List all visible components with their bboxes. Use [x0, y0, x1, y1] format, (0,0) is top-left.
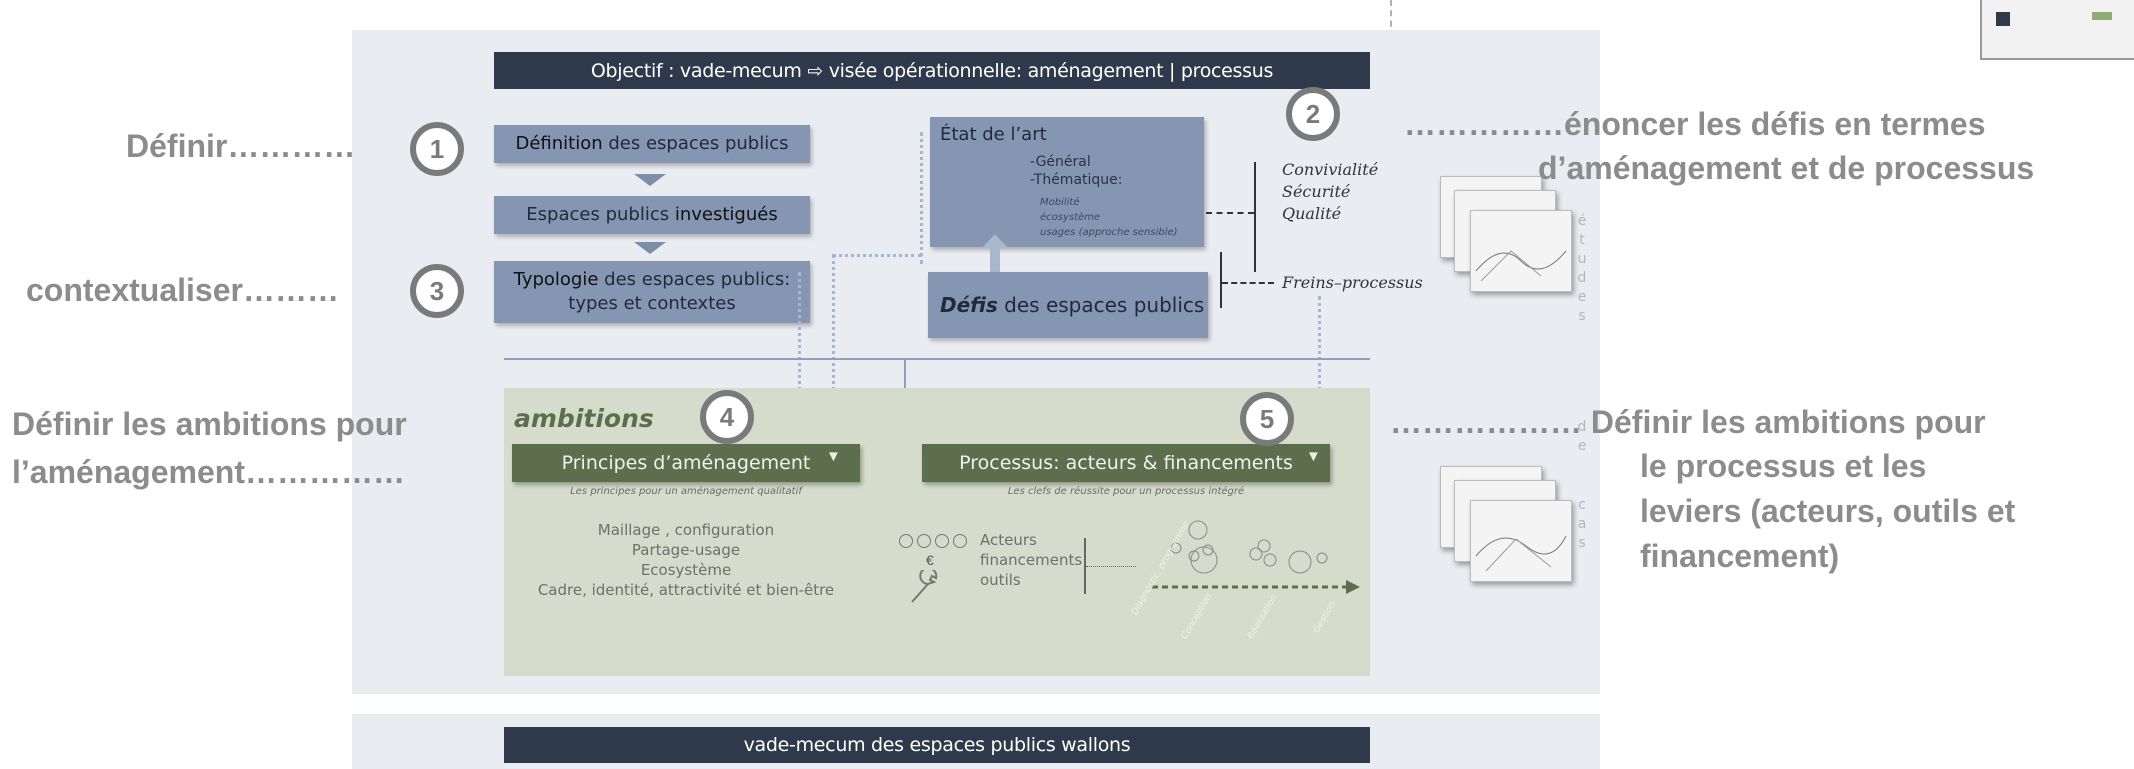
convivialite-text: Convivialité — [1282, 160, 1379, 179]
wrench-icon — [908, 567, 942, 611]
separator-tick — [904, 358, 906, 394]
defis-box: Défis des espaces publics — [928, 272, 1208, 338]
label-defis-2: d’aménagement et de processus — [1538, 150, 2035, 186]
step-3-circle: 3 — [410, 264, 464, 318]
principes-subtitle: Les principes pour un aménagement qualit… — [570, 486, 802, 497]
principes-bar: Principes d’aménagement — [512, 444, 860, 482]
objective-header-bar: Objectif : vade-mecum ⇨ visée opérationn… — [494, 52, 1370, 89]
ambitions-title: ambitions — [514, 404, 654, 433]
dotted-connector — [832, 254, 922, 257]
dotted-connector — [920, 132, 923, 264]
sketch-stack-2 — [1440, 466, 1572, 596]
dotted-connector — [798, 272, 801, 434]
label-ambitions-amenagement-1: Définir les ambitions pour — [12, 406, 407, 442]
sketch-stack-1 — [1440, 176, 1572, 306]
step-1-circle: 1 — [410, 122, 464, 176]
step-4-circle: 4 — [700, 390, 754, 444]
label-defis-1: ……………énoncer les défis en termes — [1404, 106, 1986, 142]
bubbles-icon — [1160, 518, 1340, 593]
bracket-line — [1206, 212, 1254, 214]
dotted-connector — [1318, 296, 1321, 434]
investigues-box: Espaces publics investigués — [494, 196, 810, 234]
label-ambitions-amenagement-2: l’aménagement…………… — [12, 454, 405, 490]
label-processus-1: ……………… Définir les ambitions pour — [1390, 404, 1986, 440]
arrow-down-2 — [634, 242, 666, 254]
thumbnail-fragment — [1980, 0, 2134, 60]
bracket-line — [1220, 252, 1222, 308]
etudes-vertical-text: é t u d e s — [1577, 213, 1587, 324]
bracket-line — [1222, 282, 1274, 284]
label-contextualiser: contextualiser……… — [26, 272, 339, 308]
dotted-connector — [832, 254, 835, 434]
step-2-circle: 2 — [1286, 87, 1340, 141]
chevron-down-icon: ▼ — [826, 448, 841, 465]
double-arrow-icon — [982, 234, 1008, 294]
step-5-circle: 5 — [1240, 392, 1294, 446]
circles-icon — [898, 532, 970, 555]
etat-de-l-art-box: État de l’art -Général -Thématique: Mobi… — [930, 117, 1204, 247]
principes-list: Maillage , configuration Partage-usage E… — [537, 521, 835, 599]
arrow-down-1 — [634, 174, 666, 186]
footer-bar: vade-mecum des espaces publics wallons — [504, 727, 1370, 763]
securite-text: Sécurité — [1282, 182, 1351, 201]
timeline-arrow — [1152, 580, 1360, 599]
typologie-box: Typologie des espaces publics: types et … — [494, 261, 810, 323]
label-processus-3: leviers (acteurs, outils et — [1640, 493, 2016, 529]
euro-icon: € — [926, 552, 934, 568]
processus-subtitle: Les clefs de réussite pour un processus … — [1007, 486, 1245, 497]
chevron-down-icon: ▼ — [1306, 448, 1321, 465]
bracket-line — [1086, 566, 1136, 567]
processus-bar: Processus: acteurs & financements — [922, 444, 1330, 482]
label-definir: Définir………… — [126, 128, 356, 164]
freins-processus-text: Freins–processus — [1282, 273, 1423, 292]
definition-box: Définition des espaces publics — [494, 125, 810, 163]
bracket-line — [1084, 538, 1086, 594]
ambitions-panel — [504, 388, 1370, 676]
label-processus-4: financement) — [1640, 538, 1840, 574]
separator-line — [504, 358, 1370, 360]
qualite-text: Qualité — [1282, 204, 1342, 223]
label-processus-2: le processus et les — [1640, 448, 1927, 484]
bracket-line — [1254, 162, 1256, 272]
cas-vertical-text: d e c a s — [1577, 419, 1587, 551]
acteurs-list: Acteurs financements outils — [980, 531, 1083, 589]
